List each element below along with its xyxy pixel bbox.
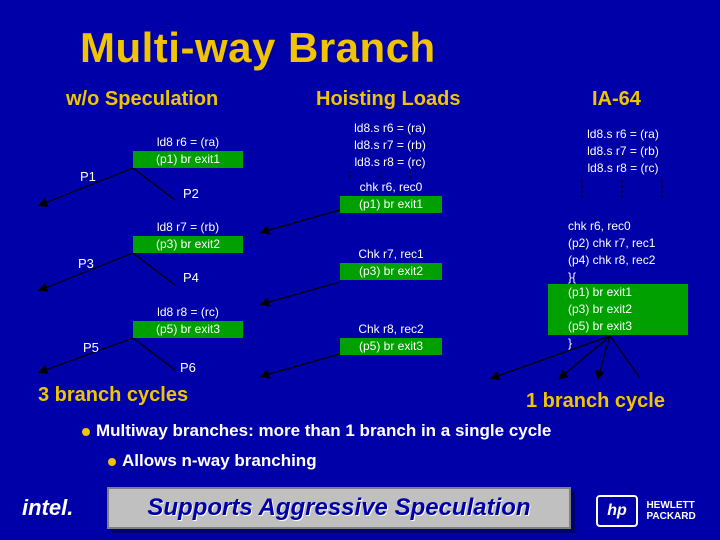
hp-mark-icon: hp: [596, 495, 638, 527]
branch-line: (p3) br exit2: [133, 236, 243, 253]
branch-line: (p5) br exit3: [133, 321, 243, 338]
code-block-2: ld8 r7 = (rb) (p3) br exit2: [133, 219, 243, 253]
check-line: Chk r8, rec2: [358, 322, 424, 336]
heading-hoisting-loads: Hoisting Loads: [316, 88, 461, 110]
label-p1: P1: [80, 169, 96, 184]
check-line: (p4) chk r8, rec2: [568, 253, 656, 267]
arrow-ia64-2: [558, 335, 611, 380]
load-line: ld8.s r8 = (rc): [354, 155, 426, 169]
hp-line2: PACKARD: [646, 511, 696, 522]
check-line: chk r6, rec0: [359, 180, 423, 194]
code-block-3: ld8 r8 = (rc) (p5) br exit3: [133, 304, 243, 338]
load-line: ld8.s r6 = (ra): [587, 127, 659, 141]
label-p2: P2: [183, 186, 199, 201]
heading-ia64: IA-64: [592, 88, 641, 110]
footer-1-branch-cycle: 1 branch cycle: [526, 390, 665, 412]
load-line: ld8.s r7 = (rb): [587, 144, 659, 158]
check-block-2: Chk r7, rec1 (p3) br exit2: [340, 246, 442, 280]
branch-line: (p3) br exit2: [340, 263, 442, 280]
summary-banner: Supports Aggressive Speculation: [107, 487, 571, 529]
branch-line: (p1) br exit1: [568, 285, 633, 299]
load-line: ld8.s r7 = (rb): [354, 138, 426, 152]
branch-line: (p5) br exit3: [340, 338, 442, 355]
branch-line: (p5) br exit3: [568, 319, 633, 333]
arrow-chk3: [259, 353, 341, 379]
hp-line1: HEWLETT: [646, 500, 695, 511]
arrow-chk1: [259, 209, 341, 235]
load-line: ld8.s r6 = (ra): [354, 121, 426, 135]
check-line: chk r6, rec0: [568, 219, 631, 233]
ia64-checks: chk r6, rec0 (p2) chk r7, rec1 (p4) chk …: [548, 218, 688, 286]
line-p2: [132, 167, 176, 201]
footer-3-branch-cycles: 3 branch cycles: [38, 384, 189, 406]
line-p4: [132, 252, 176, 286]
label-p5: P5: [83, 340, 99, 355]
hp-wordmark: HEWLETT PACKARD: [646, 500, 695, 522]
arrow-p5: [37, 337, 134, 375]
bullet-text: Allows n-way branching: [122, 451, 317, 470]
line-p6: [132, 337, 176, 371]
ia64-loads: ld8.s r6 = (ra) ld8.s r7 = (rb) ld8.s r8…: [568, 126, 678, 177]
label-p6: P6: [180, 360, 196, 375]
code-block-1: ld8 r6 = (ra) (p1) br exit1: [133, 134, 243, 168]
banner-text: Supports Aggressive Speculation: [147, 494, 531, 521]
label-p3: P3: [78, 256, 94, 271]
label-p4: P4: [183, 270, 199, 285]
bullet-multiway: Multiway branches: more than 1 branch in…: [82, 421, 551, 441]
check-block-3: Chk r8, rec2 (p5) br exit3: [340, 321, 442, 355]
hoisted-loads: ld8.s r6 = (ra) ld8.s r7 = (rb) ld8.s r8…: [335, 120, 445, 171]
bullet-dot-icon: [108, 457, 116, 466]
branch-line: (p3) br exit2: [568, 302, 633, 316]
bundle-close: }: [568, 336, 573, 350]
check-line: Chk r7, rec1: [358, 247, 424, 261]
branch-line: (p1) br exit1: [133, 151, 243, 168]
bullet-n-way: Allows n-way branching: [108, 451, 317, 471]
ia64-branches: (p1) br exit1 (p3) br exit2 (p5) br exit…: [548, 284, 688, 335]
code-line: ld8 r7 = (rb): [156, 220, 220, 234]
code-line: ld8 r8 = (rc): [157, 305, 219, 319]
check-block-1: chk r6, rec0 (p1) br exit1: [340, 179, 442, 213]
load-line: ld8.s r8 = (rc): [587, 161, 659, 175]
intel-logo: intel.: [22, 495, 73, 521]
arrow-p3: [37, 252, 134, 292]
branch-line: (p1) br exit1: [340, 196, 442, 213]
line-ia64-4: [609, 335, 641, 379]
slide-title: Multi-way Branch: [80, 24, 436, 71]
arrow-ia64-1: [489, 335, 611, 381]
bundle-separator: }{: [568, 270, 577, 284]
check-line: (p2) chk r7, rec1: [568, 236, 656, 250]
bullet-dot-icon: [82, 427, 90, 436]
bullet-text: Multiway branches: more than 1 branch in…: [96, 421, 552, 440]
heading-without-speculation: w/o Speculation: [66, 88, 219, 110]
code-line: ld8 r6 = (ra): [156, 135, 220, 149]
arrow-p1: [37, 167, 134, 207]
intel-logo-text: intel.: [22, 495, 74, 520]
arrow-chk2: [259, 281, 341, 307]
hp-logo: hp HEWLETT PACKARD: [596, 495, 696, 527]
arrow-ia64-3: [595, 335, 611, 381]
